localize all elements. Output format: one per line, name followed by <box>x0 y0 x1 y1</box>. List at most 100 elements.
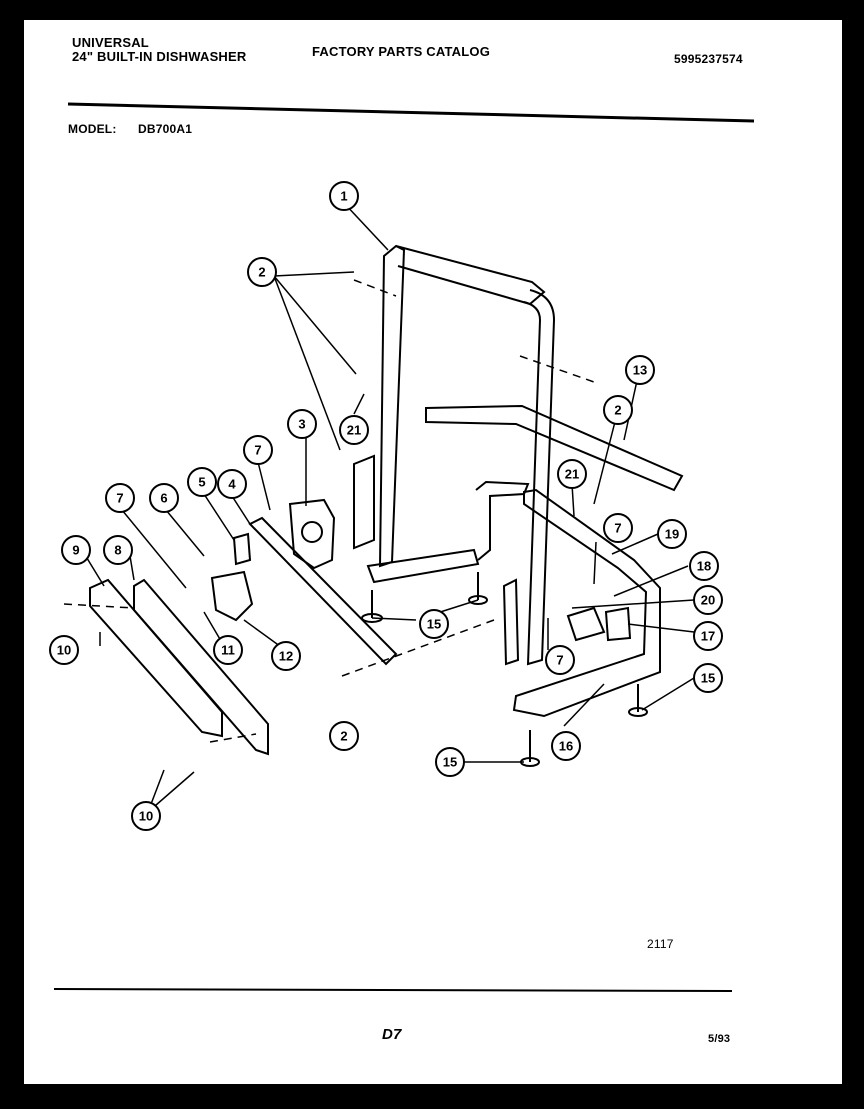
callout-label: 4 <box>228 477 236 492</box>
switch-12 <box>210 570 254 622</box>
callout-circle-7b <box>243 435 273 465</box>
model-value: DB700A1 <box>138 122 193 136</box>
callout-circle-3 <box>287 409 317 439</box>
callout-circle-15b <box>693 663 723 693</box>
callout-label: 11 <box>221 643 235 658</box>
bracket-17b <box>604 606 632 642</box>
callout-circle-15c <box>435 747 465 777</box>
align-line-a <box>353 279 397 297</box>
callout-label: 2 <box>340 729 347 744</box>
frame-right-post <box>523 289 556 666</box>
tube-13 <box>425 404 684 492</box>
header-rule <box>67 102 755 123</box>
leader-21a <box>353 393 365 415</box>
callout-label: 2 <box>258 265 265 280</box>
water-valve-3 <box>288 498 336 570</box>
callout-circle-21b <box>557 459 587 489</box>
callout-circle-2a <box>247 257 277 287</box>
exploded-parts-diagram: 1 2 2 2 3 4 5 6 7 7 7 7 8 9 10 10 11 12 … <box>49 102 755 992</box>
leader-2d <box>593 409 619 505</box>
brand-block: UNIVERSAL 24" BUILT-IN DISHWASHER <box>72 36 246 64</box>
callout-label: 3 <box>298 417 305 432</box>
callout-label: 5 <box>198 475 205 490</box>
callout-label: 15 <box>701 671 715 686</box>
callout-circle-21a <box>339 415 369 445</box>
leader-16 <box>563 683 605 727</box>
callout-label: 7 <box>254 443 261 458</box>
callout-label: 18 <box>697 559 711 574</box>
align-line-c <box>341 619 495 677</box>
callout-label: 12 <box>279 649 293 664</box>
callout-label: 9 <box>72 543 79 558</box>
leader-7a <box>121 509 187 589</box>
parts-drawing <box>89 244 684 767</box>
leader-7b <box>257 461 271 511</box>
leader-2a <box>273 271 355 277</box>
rail-4 <box>248 516 398 666</box>
product-name: 24" BUILT-IN DISHWASHER <box>72 49 247 64</box>
callout-circle-2c <box>329 721 359 751</box>
bracket-17a <box>566 606 606 642</box>
callout-circle-15a <box>419 609 449 639</box>
align-line-e <box>209 733 257 743</box>
panel-9 <box>89 578 223 738</box>
model-label: MODEL: <box>68 122 117 136</box>
align-line-b <box>519 355 595 383</box>
callout-circle-7c <box>603 513 633 543</box>
callout-circle-4 <box>217 469 247 499</box>
catalog-sheet: UNIVERSAL 24" BUILT-IN DISHWASHER FACTOR… <box>24 20 842 1084</box>
leader-17 <box>627 623 695 633</box>
valve-port <box>301 521 323 543</box>
part-number: 5995237574 <box>674 52 743 66</box>
callout-circles <box>49 181 723 831</box>
callout-label: 10 <box>57 643 71 658</box>
diagram-id: 2117 <box>647 937 674 951</box>
alignment-lines <box>63 279 595 743</box>
callout-circle-1 <box>329 181 359 211</box>
callout-circle-18 <box>689 551 719 581</box>
callout-label: 1 <box>340 189 347 204</box>
callout-circle-10b <box>131 801 161 831</box>
callout-circle-9 <box>61 535 91 565</box>
callout-label: 21 <box>347 423 361 438</box>
callout-circle-19 <box>657 519 687 549</box>
page-code: D7 <box>382 1026 402 1043</box>
callout-circle-16 <box>551 731 581 761</box>
leader-4 <box>231 495 251 525</box>
base-tube-left <box>366 548 480 584</box>
callout-circle-13 <box>625 355 655 385</box>
bar-8 <box>133 578 269 756</box>
bracket-plate <box>353 454 375 550</box>
bracket-5 <box>232 532 252 566</box>
callout-label: 10 <box>139 809 153 824</box>
leader-21b <box>571 483 575 517</box>
callout-label: 19 <box>665 527 679 542</box>
callout-label: 6 <box>160 491 167 506</box>
base-frame-16 <box>512 488 661 718</box>
footer-rule <box>53 988 733 992</box>
callout-label: 7 <box>556 653 563 668</box>
callout-label: 15 <box>427 617 441 632</box>
leader-6 <box>165 509 205 557</box>
callout-label: 20 <box>701 593 715 608</box>
frame-left-post <box>378 244 406 568</box>
callout-label: 15 <box>443 755 457 770</box>
callout-circle-7a <box>105 483 135 513</box>
frame-top-rail <box>395 245 546 306</box>
callout-circle-2b <box>603 395 633 425</box>
leader-20 <box>571 599 695 609</box>
callout-circle-20 <box>693 585 723 615</box>
brand-name: UNIVERSAL <box>72 35 149 50</box>
callout-label: 13 <box>633 363 647 378</box>
callout-circle-11 <box>213 635 243 665</box>
callout-circle-12 <box>271 641 301 671</box>
leader-1 <box>343 202 389 251</box>
leader-15c <box>641 677 695 711</box>
leader-15a <box>371 617 417 621</box>
align-line-d <box>63 603 135 609</box>
leader-19 <box>611 533 659 555</box>
callout-circle-5 <box>187 467 217 497</box>
leader-5 <box>203 493 235 541</box>
callout-labels: 1 2 2 2 3 4 5 6 7 7 7 7 8 9 10 10 11 12 … <box>57 189 715 824</box>
base-tube-riser <box>475 480 530 561</box>
